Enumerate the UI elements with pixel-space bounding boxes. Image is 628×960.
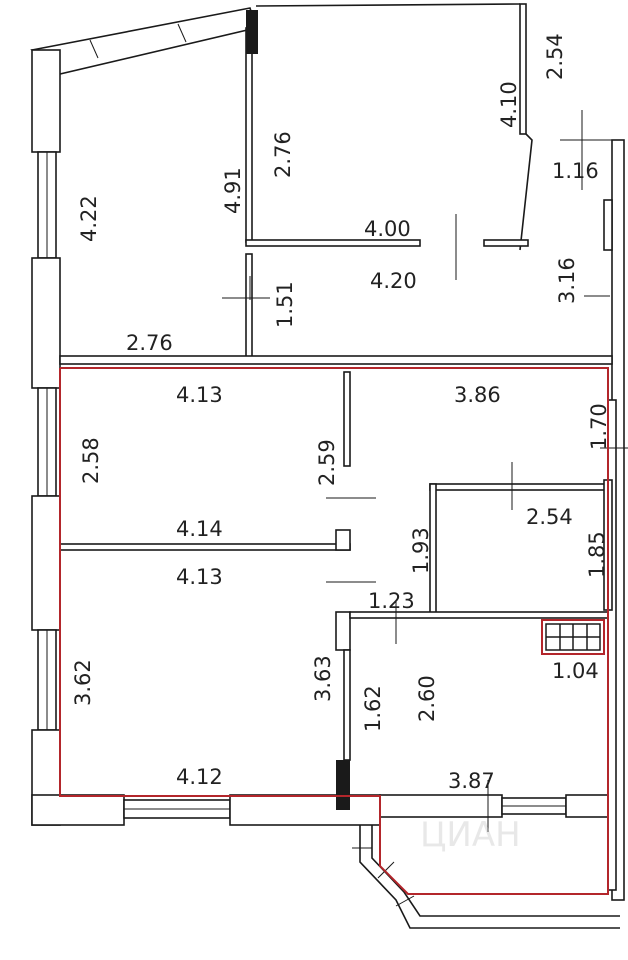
interior-walls — [59, 3, 613, 810]
bottom-wall-mid — [229, 794, 381, 826]
dim-room-b-3-62: 3.62 — [71, 659, 95, 706]
wall-hall-bottom — [59, 355, 613, 365]
dim-bath-2-54: 2.54 — [526, 505, 573, 529]
right-wall-inner — [607, 399, 617, 891]
dim-room-a-2-59: 2.59 — [315, 439, 339, 486]
dim-room-c-3-86: 3.86 — [454, 383, 501, 407]
dim-hall-4-20: 4.20 — [370, 269, 417, 293]
dim-room-b-4-13: 4.13 — [176, 565, 223, 589]
dim-right-1-70: 1.70 — [587, 403, 611, 450]
dim-bath-1-85: 1.85 — [585, 531, 609, 578]
dim-top-right-2-54: 2.54 — [543, 33, 567, 80]
dim-hall-1-51: 1.51 — [273, 281, 297, 328]
balcony — [352, 825, 620, 929]
watermark-logo: ЦИАН — [420, 815, 521, 855]
wall-room-b-right-top — [335, 611, 351, 651]
wall-top-room-bottom-2 — [483, 239, 529, 247]
dim-kitchen-2-60: 2.60 — [415, 675, 439, 722]
left-wall-mid-1 — [31, 257, 61, 389]
dim-corridor-1-23: 1.23 — [368, 589, 415, 613]
dim-right-1-16: 1.16 — [552, 159, 599, 183]
dimension-guides — [222, 110, 628, 832]
dim-kitchen-3-87: 3.87 — [448, 769, 495, 793]
wall-room-a-bottom — [59, 543, 351, 551]
dim-room-top-4-00: 4.00 — [364, 217, 411, 241]
dim-hall-2-76: 2.76 — [126, 331, 173, 355]
dim-right-3-16: 3.16 — [555, 257, 579, 304]
dim-room-left-4-22: 4.22 — [77, 195, 101, 242]
dim-room-a-4-14: 4.14 — [176, 517, 223, 541]
dim-kitchen-1-62: 1.62 — [361, 685, 385, 732]
window-panes — [46, 23, 566, 810]
wall-top-room-pillar — [246, 10, 258, 54]
wall-room-a-right — [343, 371, 351, 467]
wall-hall-left — [245, 253, 253, 359]
dim-room-top-2-76: 2.76 — [271, 131, 295, 178]
exterior-walls — [30, 3, 625, 901]
wall-room-a-door-jamb — [335, 529, 351, 551]
dim-room-a-4-13: 4.13 — [176, 383, 223, 407]
dim-room-top-4-91: 4.91 — [221, 167, 245, 214]
wall-room-b-right-pillar — [336, 760, 350, 810]
wall-corridor-top — [429, 483, 609, 491]
wall-room-b-right — [343, 649, 351, 761]
bottom-balcony-rail — [379, 794, 503, 818]
bottom-wall-right — [565, 794, 609, 818]
apartment-highlight-outline — [59, 367, 609, 895]
wall-right-stub-1 — [603, 199, 613, 251]
dim-room-a-2-58: 2.58 — [79, 437, 103, 484]
left-wall-top — [31, 49, 61, 153]
bottom-wall-left — [31, 794, 125, 826]
wall-top-room-left — [245, 27, 253, 243]
dim-room-b-3-63: 3.63 — [311, 655, 335, 702]
dim-room-b-4-12: 4.12 — [176, 765, 223, 789]
wall-top-room-right — [519, 3, 527, 135]
dimension-labels: 2.54 4.10 2.76 4.91 4.22 1.16 4.00 4.20 … — [71, 33, 611, 793]
top-slanted-wall — [30, 7, 258, 75]
left-wall-mid-2 — [31, 495, 61, 631]
stove-icon — [541, 619, 605, 655]
dim-room-top-4-10: 4.10 — [497, 81, 521, 128]
dim-corridor-1-93: 1.93 — [409, 527, 433, 574]
wall-top-room-bottom — [245, 239, 421, 247]
dim-kitchen-1-04: 1.04 — [552, 659, 599, 683]
